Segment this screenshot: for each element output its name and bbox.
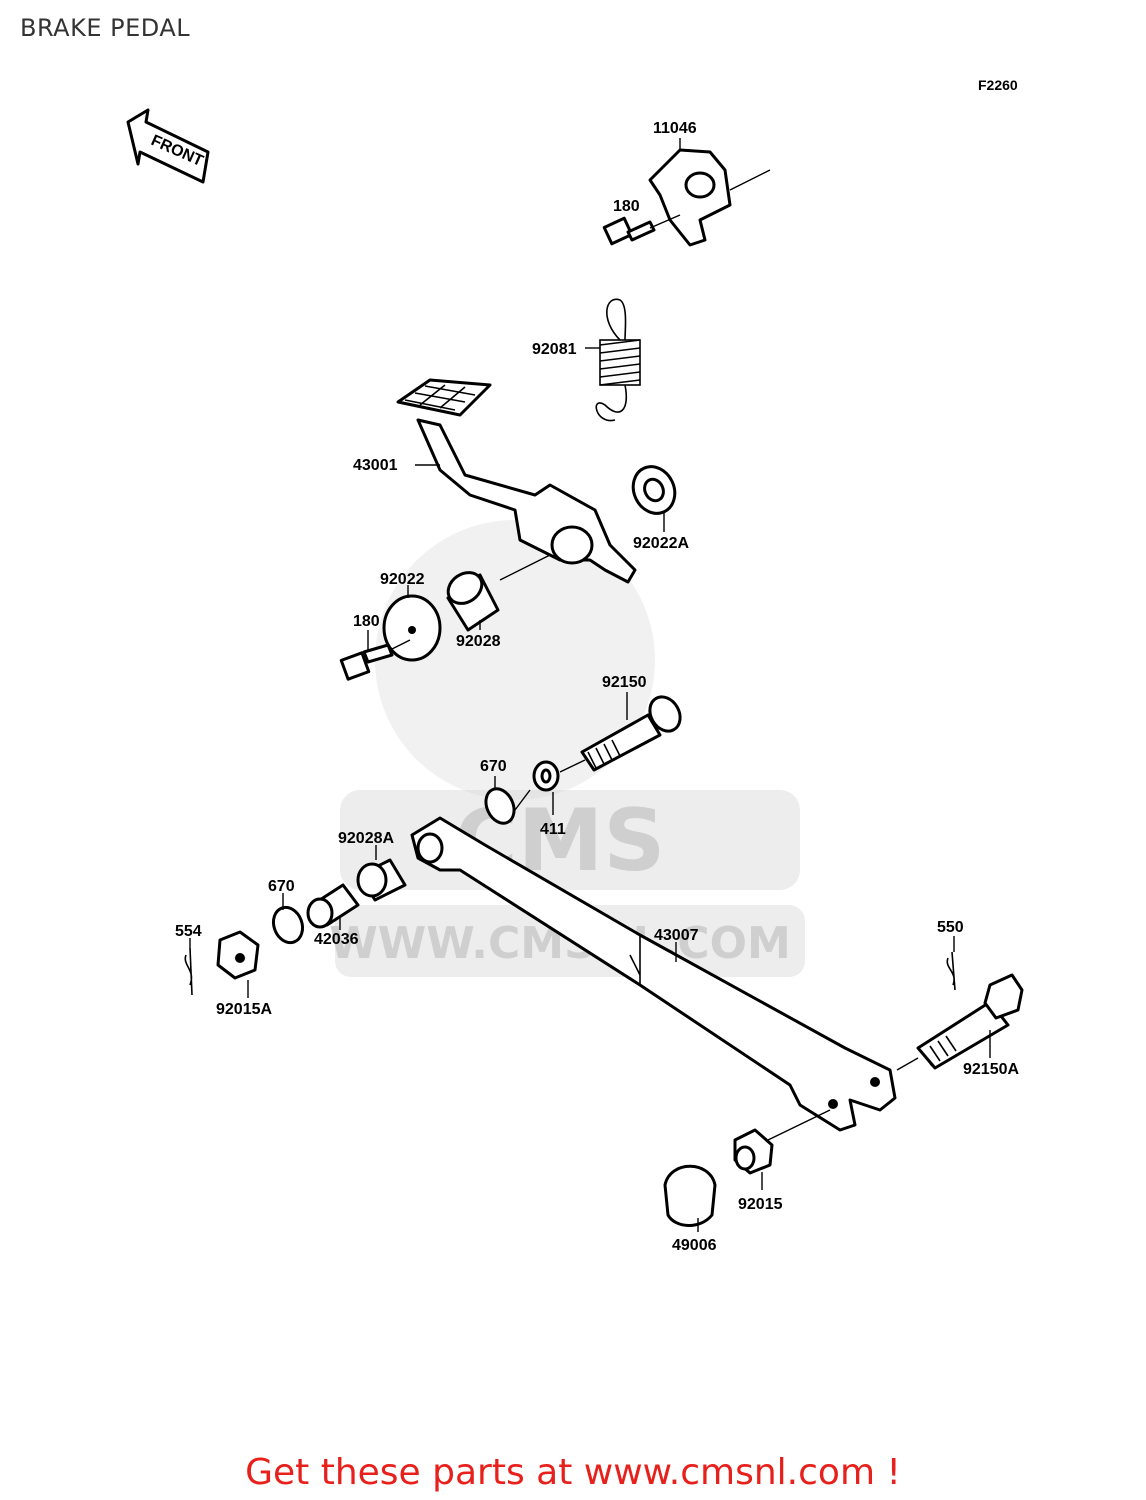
cotter-pin-550 <box>946 936 956 991</box>
nut-92015A <box>216 930 260 998</box>
part-label: 49006 <box>672 1237 717 1254</box>
part-label: 92015A <box>216 1001 272 1018</box>
part-label: 670 <box>480 758 507 775</box>
part-label: 92150 <box>602 674 647 691</box>
part-label: 43007 <box>654 927 699 944</box>
part-label: 42036 <box>314 931 359 948</box>
part-label: 92022A <box>633 535 689 552</box>
front-arrow-icon: FRONT <box>126 108 210 184</box>
part-label: 92150A <box>963 1061 1019 1078</box>
footer-link[interactable]: Get these parts at www.cmsnl.com ! <box>245 1452 901 1493</box>
collar-92028 <box>446 554 551 632</box>
part-label: 92028A <box>338 830 394 847</box>
part-label: 411 <box>540 821 566 838</box>
bolt-180-lower <box>339 630 411 681</box>
bolt-92150A <box>896 973 1024 1071</box>
part-label: 92022 <box>380 571 425 588</box>
circlip-670-upper <box>484 776 531 825</box>
bracket-11046 <box>648 138 771 247</box>
part-label: 550 <box>937 919 964 936</box>
diagram-code: F2260 <box>978 77 1018 93</box>
part-labels: 11046 180 92081 43001 92022A 92022 180 9… <box>175 120 1019 1254</box>
collar-92028A <box>356 845 407 902</box>
part-label: 43001 <box>353 457 398 474</box>
washer-92022 <box>382 585 442 662</box>
washer-411 <box>532 760 560 815</box>
rod-43007 <box>410 816 897 1132</box>
part-label: 11046 <box>653 120 697 137</box>
part-label: 180 <box>613 198 640 215</box>
part-label: 554 <box>175 923 202 940</box>
part-label: 670 <box>268 878 295 895</box>
part-label: 180 <box>353 613 380 630</box>
part-label: 92081 <box>532 341 577 358</box>
washer-92022A <box>631 465 677 532</box>
pad-49006 <box>663 1164 717 1232</box>
brake-pedal-43001 <box>396 378 637 584</box>
part-label: 92015 <box>738 1196 783 1213</box>
part-label: 92028 <box>456 633 501 650</box>
page-title: BRAKE PEDAL <box>20 14 191 42</box>
cotter-pin-554 <box>184 938 193 996</box>
spring-92081 <box>585 298 641 422</box>
bolt-92150 <box>559 692 682 773</box>
nut-92015 <box>733 1109 831 1190</box>
watermark: CMS WWW.CMSNL.COM <box>329 520 805 977</box>
circlip-670-lower <box>271 893 305 945</box>
bolt-180-top <box>602 214 681 246</box>
collar-42036 <box>306 883 360 930</box>
